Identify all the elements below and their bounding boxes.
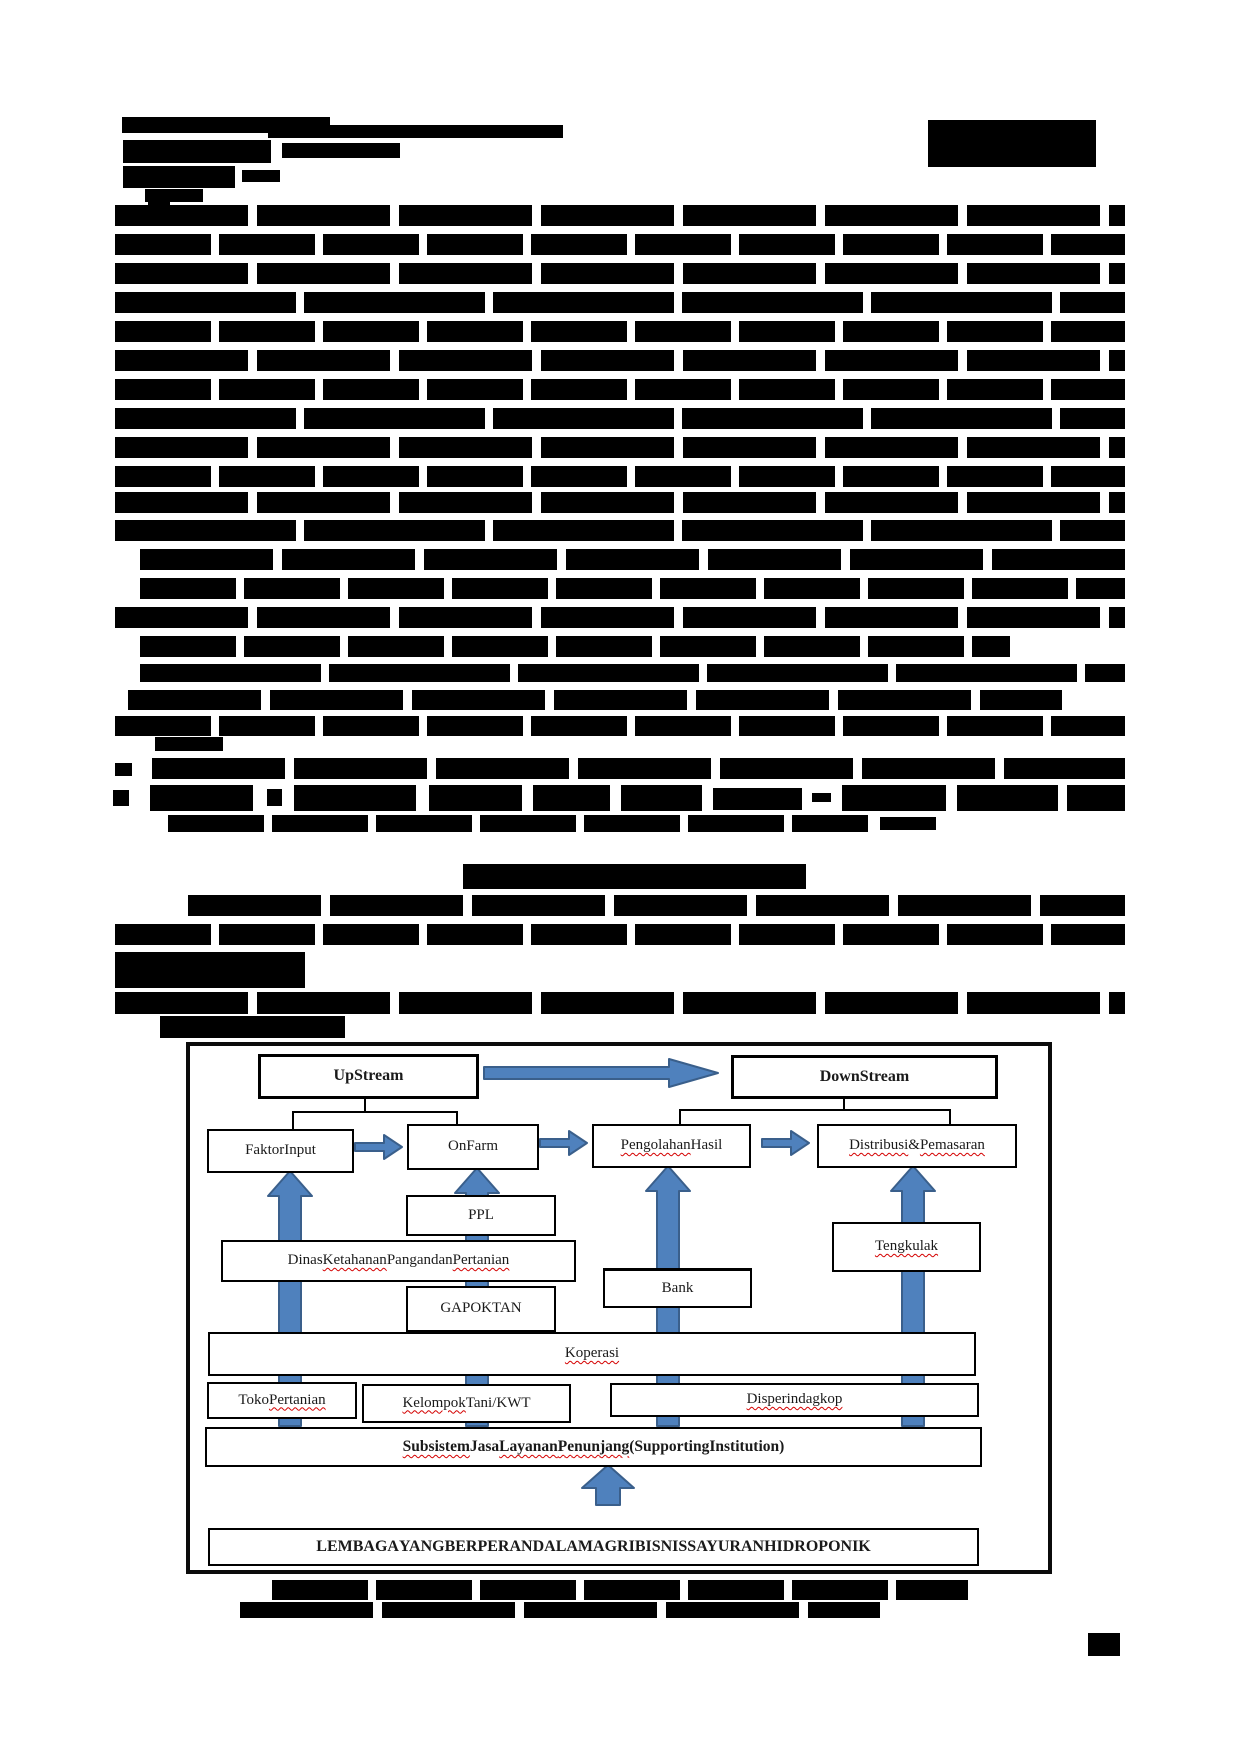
redacted-text-bar: [880, 817, 936, 830]
dinas-ketahanan-box: Dinas Ketahanan Pangan dan Pertanian: [221, 1240, 576, 1282]
redacted-text-bar: [272, 1580, 968, 1600]
redacted-text-bar: [115, 263, 1125, 284]
upstream-to-downstream-arrow: [483, 1058, 719, 1088]
subsistem-box: Subsistem Jasa Layanan Penunjang (Suppor…: [205, 1427, 982, 1467]
redacted-text-bar: [429, 785, 522, 811]
redacted-text-bar: [463, 864, 806, 889]
redacted-text-bar: [621, 785, 702, 811]
redacted-text-bar: [140, 578, 1125, 599]
redacted-text-bar: [155, 737, 223, 751]
toko-pertanian-box: Toko Pertanian: [207, 1382, 357, 1419]
bank-box: Bank: [603, 1268, 752, 1308]
redacted-text-bar: [812, 793, 831, 802]
redacted-text-bar: [140, 636, 1010, 657]
redacted-text-bar: [957, 785, 1058, 811]
redacted-text-bar: [1067, 785, 1125, 811]
redacted-text-bar: [240, 1602, 880, 1618]
connector-to-distribusi: [949, 1109, 951, 1124]
redacted-text-bar: [267, 789, 282, 806]
connector-downstream-branch: [679, 1109, 951, 1111]
connector-to-pengolahan: [679, 1109, 681, 1124]
redacted-text-bar: [1088, 1633, 1120, 1656]
pengolahan-hasil-box: Pengolahan Hasil: [592, 1124, 751, 1168]
redacted-text-bar: [242, 170, 280, 182]
redacted-text-bar: [123, 166, 235, 188]
redacted-text-bar: [115, 379, 1125, 400]
up-stream-box: Up Stream: [258, 1054, 479, 1099]
redacted-text-bar: [115, 607, 1125, 628]
connector-upstream-branch: [292, 1111, 458, 1113]
redacted-text-bar: [713, 788, 802, 810]
kelompok-tani-box: Kelompok Tani/KWT: [362, 1384, 571, 1423]
redacted-text-bar: [115, 292, 1125, 313]
koperasi-box: Koperasi: [208, 1332, 976, 1376]
up-arrow-subsistem: [581, 1464, 635, 1506]
redacted-text-bar: [115, 234, 1125, 255]
redacted-text-bar: [268, 125, 563, 138]
tengkulak-box: Tengkulak: [832, 1222, 981, 1272]
redacted-text-bar: [842, 785, 946, 811]
pengolahan-to-distribusi-arrow: [761, 1130, 810, 1156]
redacted-text-bar: [140, 664, 1125, 682]
redacted-text-bar: [928, 120, 1096, 167]
redacted-text-bar: [188, 895, 1125, 916]
redacted-text-bar: [115, 763, 132, 776]
redacted-text-bar: [282, 143, 400, 158]
redacted-text-bar: [152, 758, 1125, 779]
connector-to-faktor-input: [292, 1111, 294, 1129]
redacted-text-bar: [115, 492, 1125, 513]
redacted-text-bar: [115, 321, 1125, 342]
redacted-text-bar: [145, 189, 203, 202]
redacted-text-bar: [115, 952, 305, 988]
redacted-text-bar: [160, 1016, 345, 1038]
redacted-text-bar: [150, 785, 253, 811]
faktor-to-onfarm-arrow: [354, 1134, 403, 1160]
redacted-text-bar: [113, 790, 129, 806]
distribusi-pemasaran-box: Distribusi & Pemasaran: [817, 1124, 1017, 1168]
redacted-text-bar: [115, 924, 1125, 945]
redacted-text-bar: [123, 140, 271, 163]
disperindagkop-box: Disperindagkop: [610, 1383, 979, 1417]
redacted-text-bar: [115, 716, 1125, 736]
redacted-text-bar: [115, 520, 1125, 541]
connector-upstream-drop: [364, 1093, 366, 1112]
redacted-text-bar: [115, 437, 1125, 458]
redacted-text-bar: [148, 199, 170, 208]
redacted-text-bar: [140, 549, 1125, 570]
redacted-text-bar: [115, 350, 1125, 371]
redacted-text-bar: [115, 205, 1125, 226]
redacted-text-bar: [115, 992, 1125, 1014]
lembaga-title-box: LEMBAGA YANG BERPERAN DALAM AGRIBISNIS S…: [208, 1528, 979, 1566]
redacted-text-bar: [128, 690, 1062, 710]
redacted-text-bar: [533, 785, 610, 811]
down-stream-box: Down Stream: [731, 1055, 998, 1099]
on-farm-box: On Farm: [407, 1124, 539, 1170]
redacted-text-bar: [115, 466, 1125, 487]
connector-downstream-drop: [843, 1093, 845, 1110]
redacted-text-bar: [115, 408, 1125, 429]
faktor-input-box: Faktor Input: [207, 1129, 354, 1173]
redacted-text-bar: [168, 815, 868, 832]
connector-to-on-farm: [456, 1111, 458, 1124]
gapoktan-box: GAPOKTAN: [406, 1286, 556, 1332]
redacted-text-bar: [294, 785, 416, 811]
ppl-box: PPL: [406, 1195, 556, 1236]
onfarm-to-pengolahan-arrow: [539, 1130, 588, 1156]
